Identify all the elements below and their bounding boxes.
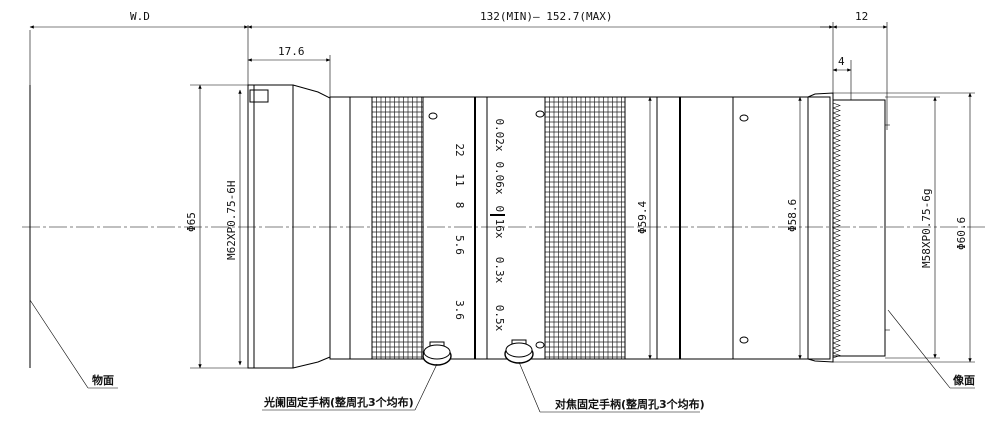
rear-flange-label: Φ60.6 [955,217,968,250]
aperture-scale-value: 11 [453,173,466,186]
aperture-scale-value: 8 [453,202,466,209]
aperture-scale-value: 5.6 [453,235,466,255]
magnification-scale-value: 0.3x [493,257,506,284]
magnification-scale-value: 0.02x [493,118,506,151]
screw-hole [535,341,545,349]
rear-barrel-label: Φ58.6 [786,199,799,232]
screw-hole [428,112,438,120]
rear-thread-label: M58XP0.75-6g [920,189,933,268]
image-side-label: 像面 [953,373,975,387]
top-dimensions [29,22,888,130]
magnification-scale-value: 0.5x [493,305,506,332]
aperture-scale-value: 3.6 [453,300,466,320]
front-ring-label: 17.6 [278,45,305,58]
magnification-scale: 0.02x 0.06x 0.16x 0.3x 0.5x [493,118,506,331]
focus-lock-label: 对焦固定手柄(整周孔3个均布) [555,397,705,411]
aperture-lock-label: 光阑固定手柄(整周孔3个均布) [263,395,414,409]
aperture-knurl-ring [371,96,424,360]
magnification-scale-value: 0.16x [493,205,506,238]
magnification-scale-value: 0.06x [493,161,506,194]
focus-diameter-label: Φ59.4 [636,201,649,234]
length-label: 132(MIN)— 152.7(MAX) [480,10,612,23]
front-thread-label: M62XP0.75-6H [225,181,238,260]
object-side-label: 物面 [92,373,114,387]
screw-hole [739,114,749,122]
aperture-scale: 22 11 8 5.6 3.6 [453,143,466,320]
back-thread-len-label: 4 [838,55,845,68]
wd-label: W.D [130,10,150,23]
diameter-dimensions [190,84,975,369]
screw-hole [535,110,545,118]
front-diameter-label: Φ65 [185,212,198,232]
leader-lines [29,299,975,413]
back-length-label: 12 [855,10,868,23]
focus-knurl-ring [544,96,626,360]
screw-hole [739,336,749,344]
focus-lock-handle[interactable] [504,339,534,364]
aperture-scale-value: 22 [453,143,466,156]
aperture-lock-handle[interactable] [422,341,452,366]
